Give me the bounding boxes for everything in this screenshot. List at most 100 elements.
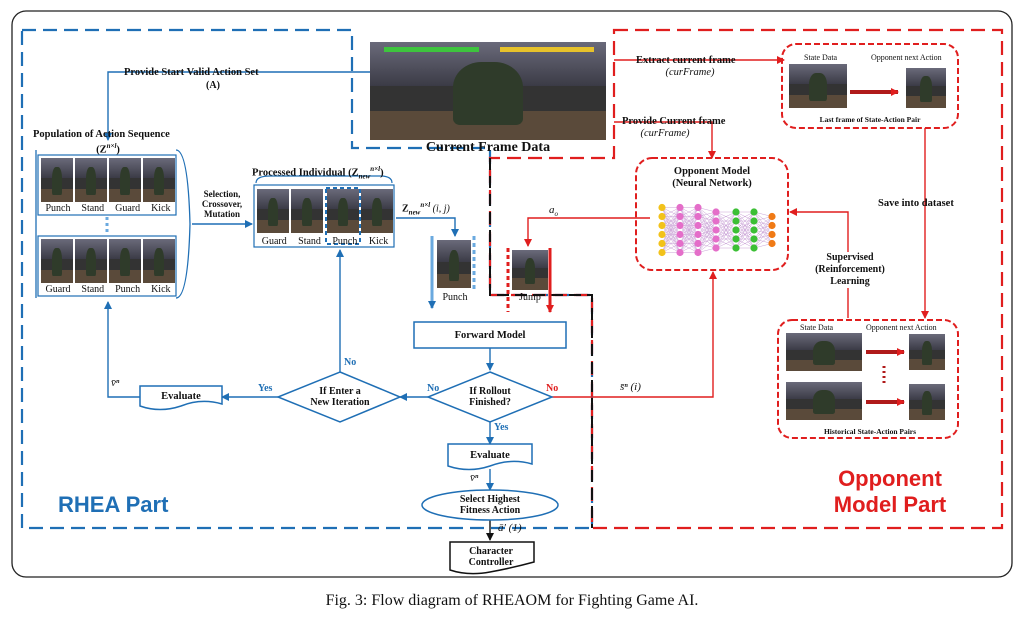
punch-frame: [437, 240, 471, 288]
nn-node: [676, 239, 684, 248]
extract-label: Extract current frame: [636, 55, 736, 66]
pop-label: Kick: [151, 284, 171, 295]
provide-current-label: Provide Current frame: [622, 116, 726, 127]
nn-connection: [735, 220, 755, 249]
proc-label: Stand: [298, 236, 321, 247]
save-dataset-label: Save into dataset: [878, 198, 954, 209]
punch-label: Punch: [442, 292, 468, 303]
provide-start-tag: (A): [206, 80, 220, 91]
last-action-frame: [906, 68, 946, 108]
v-left-label: v̄ⁿ: [111, 377, 120, 389]
iteration-diamond: [275, 371, 402, 423]
outer-border: [11, 10, 1013, 578]
pop-frame: [143, 158, 175, 202]
nn-connection: [697, 211, 717, 226]
yes-iteration-label: Yes: [258, 383, 273, 394]
historical-box: [777, 319, 959, 439]
processed-border: [253, 184, 395, 248]
jump-label: Jump: [519, 292, 541, 303]
nn-node: [712, 208, 720, 216]
pop-frame: [75, 239, 107, 283]
nn-connection: [715, 211, 737, 222]
nn-connection: [715, 211, 737, 240]
hist-action-frame: [909, 334, 945, 370]
pop-frame: [143, 239, 175, 283]
proc-label: Guard: [261, 236, 287, 247]
figure-caption: Fig. 3: Flow diagram of RHEAOM for Fight…: [325, 592, 699, 609]
nn-connection: [697, 211, 717, 244]
no-iteration-label: No: [344, 357, 357, 368]
select-highest-ellipse: [421, 489, 559, 521]
nn-node: [694, 239, 702, 248]
yes-rollout-label: Yes: [494, 422, 509, 433]
nn-connection: [697, 211, 717, 235]
no-rollout-right-label: No: [546, 383, 559, 394]
hist-state-frame: [786, 382, 862, 420]
nn-node: [676, 221, 684, 230]
nn-connection: [697, 229, 717, 253]
nn-connection: [753, 216, 773, 240]
nn-node: [694, 248, 702, 257]
pop-frame: [109, 158, 141, 202]
state-data2-label: State Data: [800, 323, 834, 332]
nn-connection: [679, 207, 699, 235]
forward-model-box: [413, 321, 567, 349]
historical-label: Historical State-Action Pairs: [823, 427, 917, 436]
nn-connection: [715, 211, 737, 231]
selection-label: Selection,Crossover,Mutation: [201, 189, 243, 219]
nn-connection: [715, 220, 737, 249]
nn-connection: [753, 225, 773, 249]
processed-frame: [361, 189, 393, 233]
nn-connection: [697, 238, 717, 253]
nn-node: [768, 212, 776, 221]
population-title: Population of Action Sequence: [33, 129, 170, 140]
population-row2-labels: Guard Stand Punch Kick: [40, 284, 176, 295]
rhea-region: [20, 28, 594, 530]
population-symbol: (Zn×l): [96, 142, 120, 156]
pop-label: Punch: [115, 284, 141, 295]
nn-node: [768, 239, 776, 248]
opponent-next-label: Opponent next Action: [871, 53, 942, 62]
nn-connection: [661, 207, 681, 226]
pop-label: Stand: [81, 284, 105, 295]
znew-label: Znewn×l (i, j): [402, 201, 450, 217]
nn-connection: [715, 211, 737, 249]
pop-frame: [109, 239, 141, 283]
nn-node: [676, 230, 684, 239]
pop-label: Kick: [151, 203, 171, 214]
a-prime-label: ā′ (1): [498, 522, 522, 534]
nn-connection: [715, 229, 737, 249]
nn-node: [750, 226, 758, 234]
proc-label: Kick: [368, 236, 389, 247]
nn-node: [694, 230, 702, 239]
nn-node: [732, 235, 740, 243]
nn-node: [676, 212, 684, 221]
nn-node: [732, 244, 740, 252]
state-data-label: State Data: [804, 53, 838, 62]
nn-connection: [735, 211, 755, 249]
nn-node: [732, 226, 740, 234]
nn-connection: [753, 216, 773, 231]
nn-connection: [753, 234, 773, 249]
nn-connection: [697, 211, 717, 253]
opponent-region: [488, 28, 1004, 530]
last-state-frame: [789, 64, 847, 108]
ao-label: ao: [549, 204, 558, 219]
nn-connection: [661, 207, 681, 235]
nn-connection: [661, 216, 681, 253]
v-bottom-label: v̄ⁿ: [470, 472, 479, 484]
nn-node: [732, 217, 740, 225]
nn-connection: [661, 225, 681, 253]
pop-label: Guard: [45, 284, 71, 295]
character-controller-shape: [449, 541, 535, 575]
nn-node: [658, 203, 666, 212]
supervised-label: Supervised(Reinforcement)Learning: [815, 252, 885, 288]
population-row2-border: [37, 235, 177, 297]
evaluate-left-shape: [139, 385, 223, 411]
nn-connection: [679, 207, 699, 226]
jump-frame: [512, 250, 548, 290]
nn-node: [750, 244, 758, 252]
